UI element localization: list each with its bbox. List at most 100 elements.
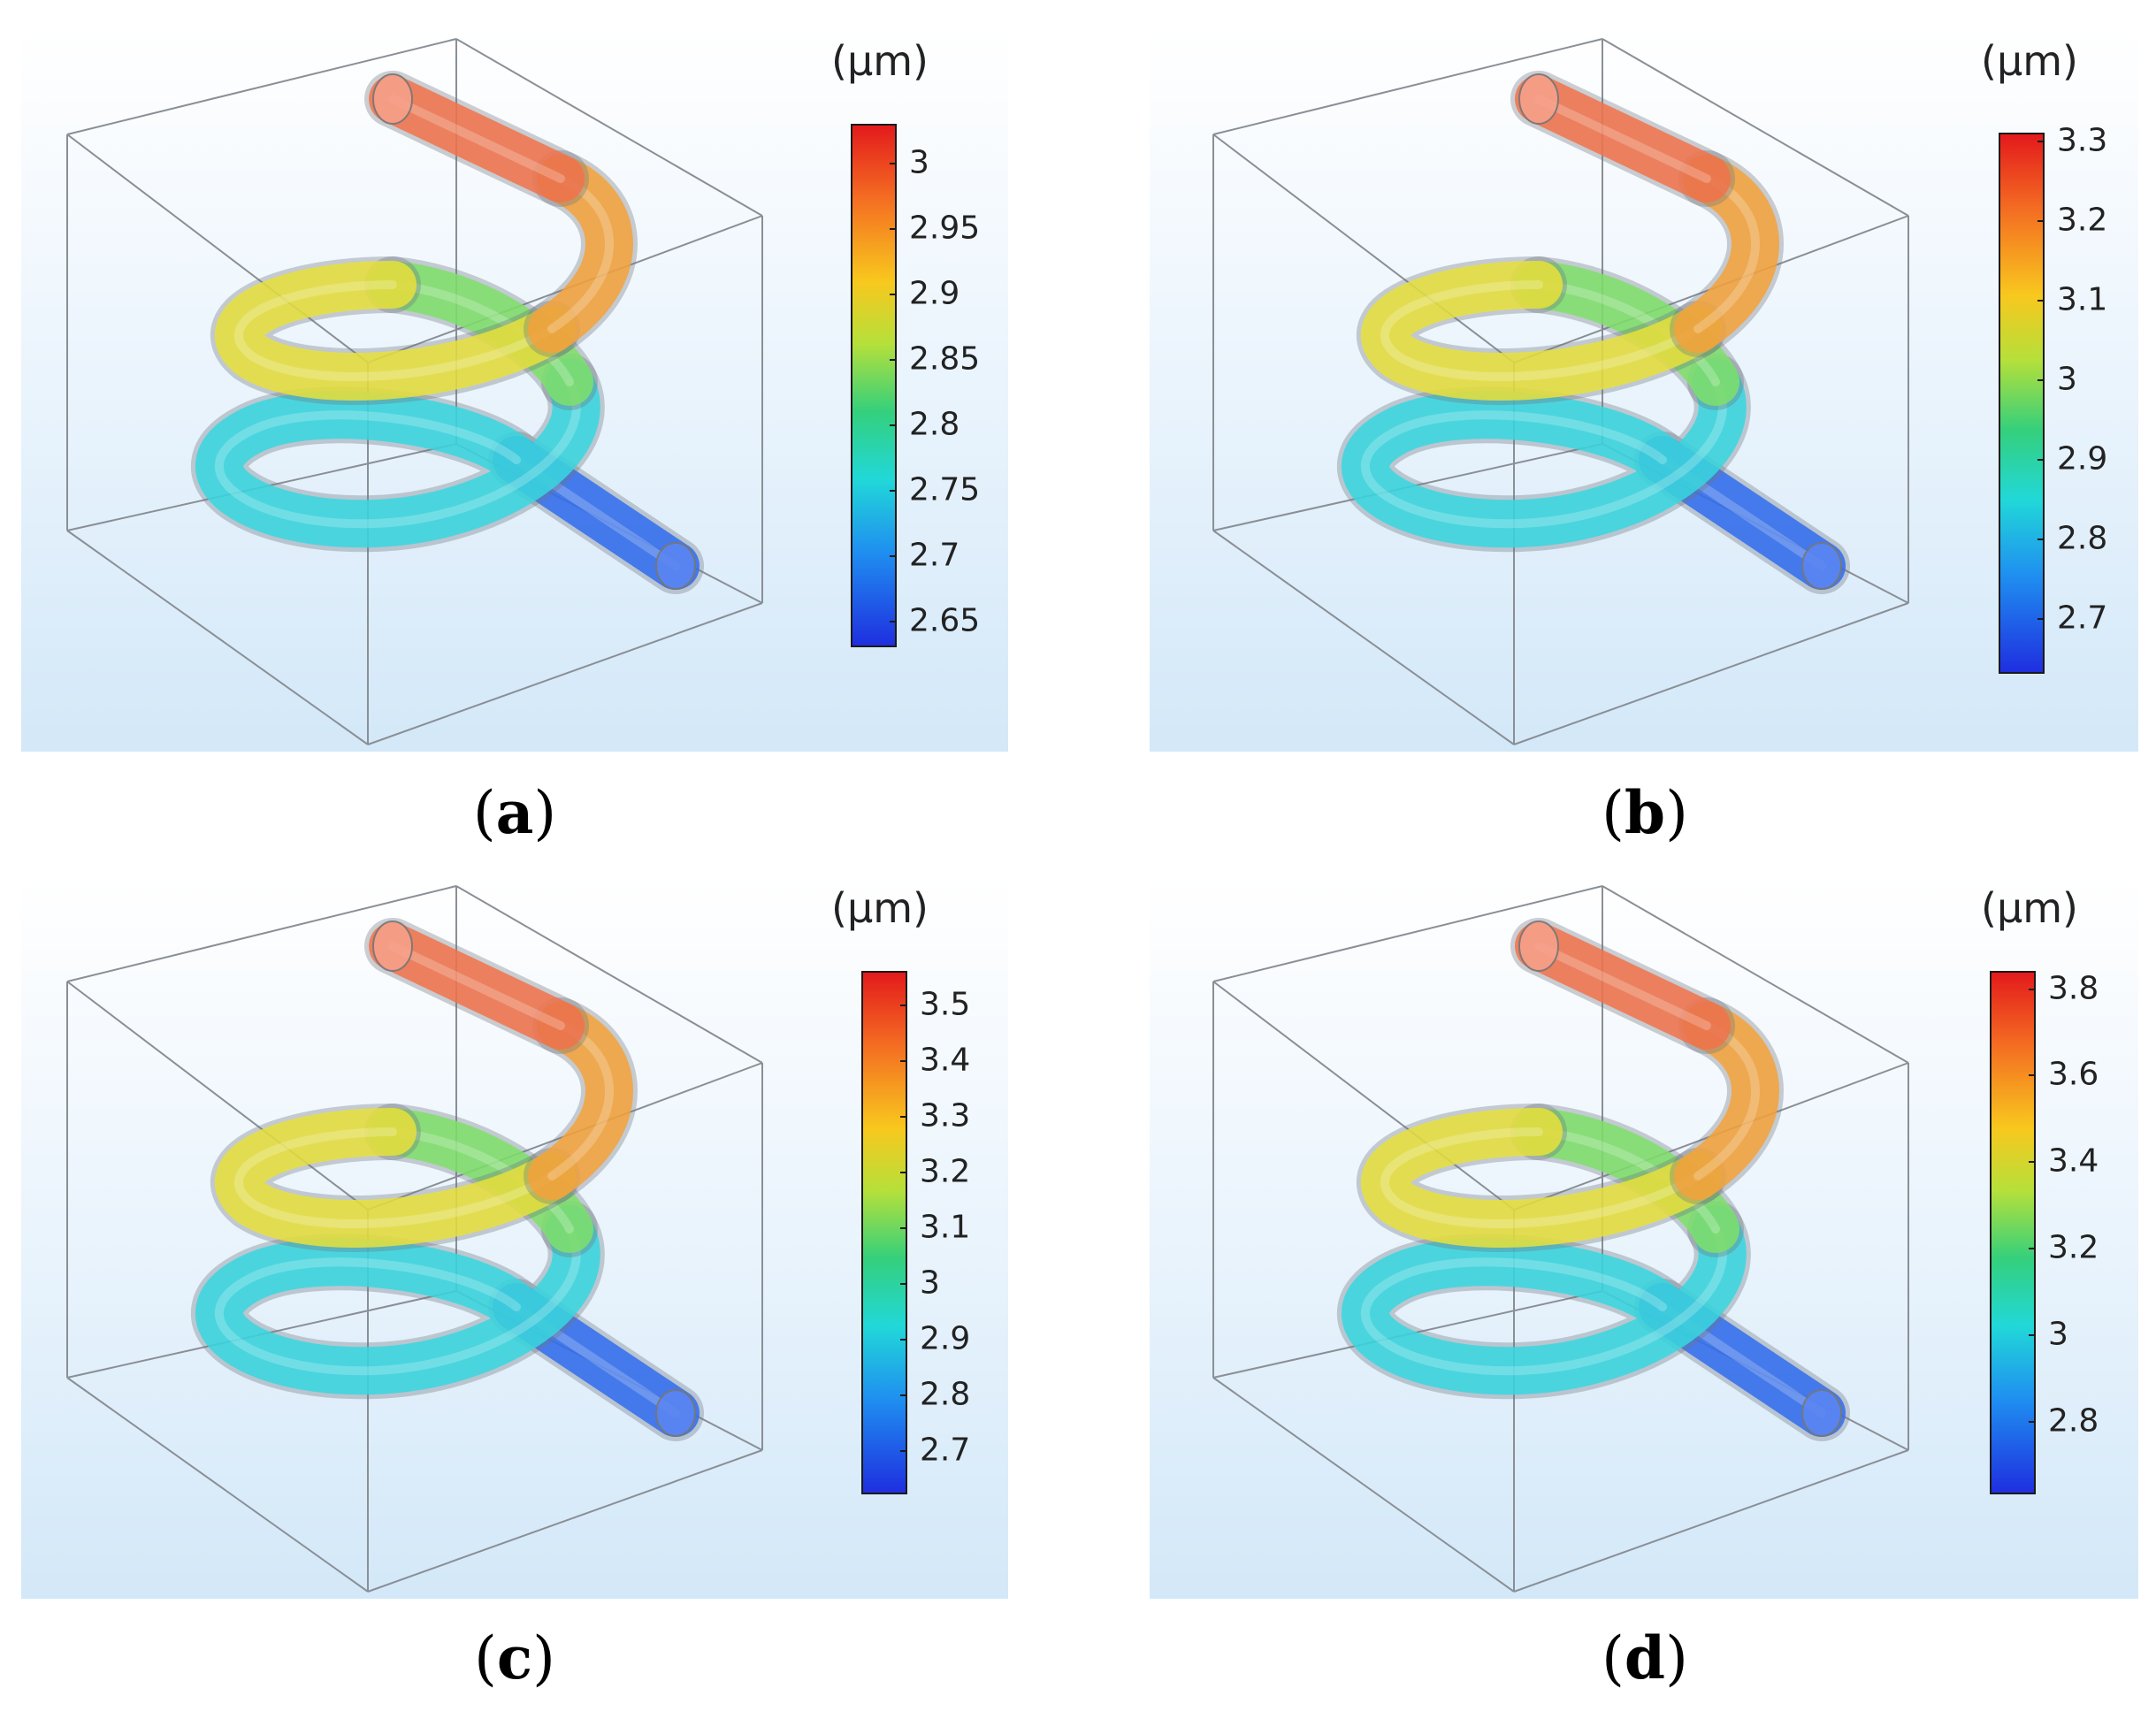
caption-b: (b)	[1602, 778, 1688, 847]
colorbar-tick-label: 3.1	[920, 1209, 971, 1246]
tube-highlight	[1380, 1127, 1702, 1228]
tube-segment	[1515, 922, 1731, 1050]
colorbar-tick-mark	[2029, 1333, 2036, 1336]
colorbar-tick-mark	[900, 1338, 907, 1341]
helix-scene	[1212, 38, 1909, 745]
tube-highlight	[1534, 1127, 1720, 1234]
colorbar-tick-label: 3.5	[920, 986, 971, 1023]
tube-highlight	[1534, 942, 1711, 1030]
inlet-cap	[372, 73, 413, 125]
colorbar-tick-mark	[2029, 1248, 2036, 1250]
colorbar-tick-label: 3.2	[2048, 1229, 2099, 1266]
colorbar-tick-mark	[2029, 1161, 2036, 1164]
colorbar-tick-label: 2.8	[920, 1376, 971, 1413]
box-edge	[66, 1377, 369, 1593]
colorbar-tick-mark	[900, 1394, 907, 1396]
colorbar-unit: (µm)	[831, 884, 929, 932]
tube-highlight	[1534, 280, 1720, 386]
colorbar-unit: (µm)	[831, 37, 929, 85]
box-edge	[1602, 38, 1909, 217]
colorbar-tick-mark	[890, 424, 897, 427]
tube-highlight	[1534, 95, 1711, 183]
colorbar-tick-label: 3.3	[2057, 122, 2108, 159]
colorbar-tick-label: 2.8	[909, 406, 960, 443]
colorbar-tick-mark	[2037, 379, 2045, 381]
colorbar-tick-mark	[890, 621, 897, 623]
colorbar-tick-label: 3	[920, 1264, 940, 1302]
helix-scene	[66, 38, 763, 745]
colorbar-tick-label: 2.8	[2048, 1402, 2099, 1440]
colorbar-tick-label: 3	[909, 144, 929, 181]
colorbar-tick-label: 3.8	[2048, 970, 2099, 1007]
tube-segment	[1674, 1002, 1779, 1200]
tube-segment	[195, 1205, 600, 1395]
colorbar-tick-mark	[890, 294, 897, 296]
colorbar-tick-label: 2.75	[909, 471, 981, 508]
colorbar	[1990, 971, 2036, 1494]
tube-highlight	[388, 942, 565, 1030]
colorbar-tick-mark	[2029, 1074, 2036, 1077]
colorbar-tick-mark	[900, 1226, 907, 1229]
box-edge	[66, 981, 369, 1211]
tube-segment	[195, 358, 600, 548]
box-edge	[367, 1449, 763, 1593]
colorbar-tick-label: 3.1	[2057, 281, 2108, 318]
box-edge	[367, 602, 763, 745]
caption-c: (c)	[474, 1623, 555, 1692]
colorbar-tick-label: 2.95	[909, 210, 981, 247]
tube-highlight	[547, 174, 614, 333]
box-edge	[1513, 602, 1909, 745]
caption-a: (a)	[472, 778, 557, 847]
inlet-cap	[372, 920, 413, 972]
colorbar-tick-label: 2.8	[2057, 520, 2108, 557]
colorbar-tick-mark	[890, 490, 897, 493]
tube-highlight	[1693, 1021, 1760, 1180]
tube-highlight	[1380, 280, 1702, 381]
colorbar-unit: (µm)	[1981, 884, 2078, 932]
colorbar-tick-label: 2.85	[909, 340, 981, 378]
colorbar-tick-mark	[900, 1115, 907, 1118]
tube-highlight	[214, 378, 581, 529]
tube-segment	[215, 1108, 576, 1248]
caption-d: (d)	[1602, 1623, 1688, 1692]
box-edge	[1212, 134, 1515, 363]
tube-highlight	[388, 95, 565, 183]
helix-scene	[1212, 885, 1909, 1593]
tube-segment	[215, 261, 576, 401]
colorbar-tick-mark	[890, 228, 897, 231]
colorbar-tick-mark	[2037, 300, 2045, 302]
tube-segment	[1515, 261, 1739, 406]
tube-highlight	[234, 1127, 556, 1228]
tube-segment	[528, 1002, 633, 1200]
outlet-cap	[1801, 542, 1842, 590]
box-edge	[455, 885, 763, 1064]
tube-segment	[1515, 1108, 1739, 1253]
box-edge	[1602, 885, 1909, 1064]
colorbar-tick-label: 2.7	[2057, 600, 2108, 637]
tube-segment	[1361, 1108, 1722, 1248]
box-edge	[1212, 38, 1603, 135]
colorbar-tick-mark	[2029, 1420, 2036, 1423]
colorbar-tick-label: 3.6	[2048, 1056, 2099, 1093]
tube-highlight	[388, 280, 574, 386]
colorbar-tick-label: 3.3	[920, 1097, 971, 1134]
tube-segment	[369, 1108, 593, 1253]
tube-highlight	[547, 1021, 614, 1180]
tube-highlight	[1360, 1225, 1727, 1376]
colorbar-tick-mark	[2037, 220, 2045, 222]
box-edge	[1212, 1377, 1515, 1593]
colorbar-tick-label: 2.9	[909, 275, 960, 312]
colorbar-unit: (µm)	[1981, 37, 2078, 85]
colorbar-tick-mark	[2037, 459, 2045, 461]
tube-segment	[369, 75, 585, 202]
helix-tube	[1337, 918, 1850, 1441]
colorbar-tick-mark	[890, 359, 897, 362]
colorbar-tick-label: 3.2	[2057, 202, 2108, 239]
colorbar	[851, 124, 897, 647]
tube-highlight	[388, 1127, 574, 1234]
tube-highlight	[1360, 378, 1727, 529]
tube-highlight	[234, 280, 556, 381]
helix-scene	[66, 885, 763, 1593]
